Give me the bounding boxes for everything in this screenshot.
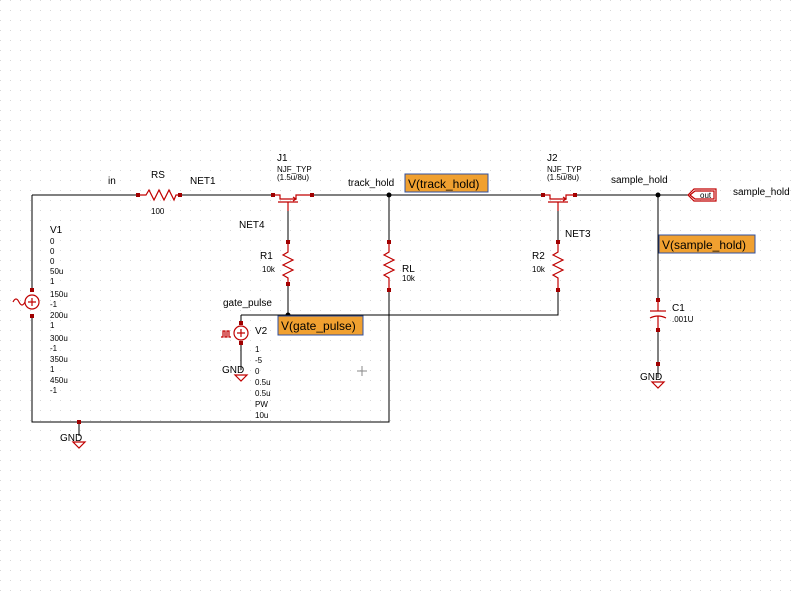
v2-param: -5	[255, 356, 263, 365]
v1-param: 1	[50, 321, 55, 330]
net-label-in: in	[108, 176, 116, 187]
net-label-track-hold: track_hold	[348, 178, 394, 189]
r1-value: 10k	[262, 265, 276, 274]
resistor-rl[interactable]: RL 10k	[382, 244, 416, 290]
source-v2[interactable]: V2 1 -5 0 0.5u 0.5u PW 10u	[221, 325, 271, 420]
ground-label: GND	[222, 365, 244, 376]
source-v1[interactable]: V1 0 0 0 50u 1 150u -1 200u 1 300u -1 35…	[12, 225, 68, 395]
v1-param: 0	[50, 257, 55, 266]
rl-name: RL	[402, 264, 415, 275]
rl-value: 10k	[402, 274, 416, 283]
v2-param: 0	[255, 367, 260, 376]
r2-value: 10k	[532, 265, 546, 274]
ground-label: GND	[60, 433, 82, 444]
probe-track-hold[interactable]: V(track_hold)	[404, 173, 489, 193]
probe-label: V(gate_pulse)	[281, 319, 356, 333]
v2-param: 10u	[255, 411, 268, 420]
v2-param: 0.5u	[255, 378, 271, 387]
ground-label: GND	[640, 372, 662, 383]
crosshair-cursor-icon	[357, 366, 367, 376]
net-label-net3: NET3	[565, 229, 591, 240]
v1-param: 1	[50, 365, 55, 374]
v1-param: 300u	[50, 334, 68, 343]
v1-name: V1	[50, 225, 63, 236]
r2-name: R2	[532, 251, 545, 262]
j1-size: (1.5u/8u)	[277, 173, 309, 182]
v1-param: 150u	[50, 290, 68, 299]
v1-param: -1	[50, 300, 58, 309]
v1-param: 200u	[50, 311, 68, 320]
rs-value: 100	[151, 207, 165, 216]
v1-param: 0	[50, 247, 55, 256]
j2-model: NJF_TYP	[547, 165, 582, 174]
j1-model: NJF_TYP	[277, 165, 312, 174]
rs-name: RS	[151, 170, 165, 181]
probe-sample-hold[interactable]: V(sample_hold)	[658, 234, 756, 254]
port-label: sample_hold	[733, 187, 790, 198]
net-label-net1: NET1	[190, 176, 216, 187]
ground-v2[interactable]: GND	[222, 365, 249, 382]
resistor-r2[interactable]: R2 10k	[532, 244, 565, 290]
v1-params: 0 0 0 50u 1 150u -1 200u 1 300u -1 350u …	[50, 237, 68, 395]
probe-gate-pulse[interactable]: V(gate_pulse)	[277, 315, 364, 336]
v2-params: 1 -5 0 0.5u 0.5u PW 10u	[255, 345, 271, 420]
v1-param: 1	[50, 277, 55, 286]
capacitor-c1[interactable]: C1 .001U	[649, 300, 694, 330]
net-label-sample-hold: sample_hold	[611, 175, 668, 186]
v1-param: -1	[50, 344, 58, 353]
ground-main[interactable]: GND	[60, 433, 87, 449]
j2-name: J2	[547, 153, 558, 164]
port-text: out	[700, 191, 712, 200]
jfet-j1[interactable]: J1 NJF_TYP (1.5u/8u)	[275, 153, 312, 211]
v1-param: 450u	[50, 376, 68, 385]
wires	[31, 194, 680, 436]
net-label-net4: NET4	[239, 220, 265, 231]
v2-param: 1	[255, 345, 260, 354]
v2-param: PW	[255, 400, 268, 409]
v1-param: 0	[50, 237, 55, 246]
c1-name: C1	[672, 303, 685, 314]
net-label-gate-pulse: gate_pulse	[223, 298, 272, 309]
probe-label: V(sample_hold)	[662, 238, 746, 252]
v1-param: 50u	[50, 267, 63, 276]
c1-value: .001U	[672, 315, 694, 324]
jfet-j2[interactable]: J2 NJF_TYP (1.5u/8u)	[545, 153, 582, 211]
net-labels: in NET1 track_hold sample_hold NET4 NET3…	[108, 175, 668, 309]
v2-param: 0.5u	[255, 389, 271, 398]
resistor-r1[interactable]: R1 10k	[260, 244, 295, 284]
v1-param: -1	[50, 386, 58, 395]
v2-name: V2	[255, 326, 268, 337]
v1-param: 350u	[50, 355, 68, 364]
r1-name: R1	[260, 251, 273, 262]
j1-name: J1	[277, 153, 288, 164]
probe-label: V(track_hold)	[408, 177, 479, 191]
offpage-port-out[interactable]: out sample_hold	[680, 187, 790, 202]
j2-size: (1.5u/8u)	[547, 173, 579, 182]
ground-c1[interactable]: GND	[640, 372, 666, 389]
resistor-rs[interactable]: RS 100	[140, 170, 178, 216]
